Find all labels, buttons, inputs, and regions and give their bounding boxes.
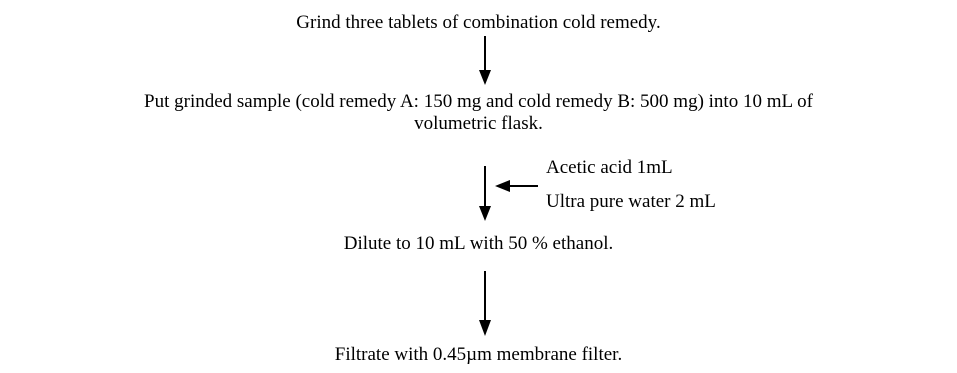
addition-acetic-acid: Acetic acid 1mL <box>546 157 673 178</box>
step-4-filtrate: Filtrate with 0.45µm membrane filter. <box>334 344 623 365</box>
step-3-dilute: Dilute to 10 mL with 50 % ethanol. <box>343 233 614 254</box>
arrow-down-2 <box>479 166 491 221</box>
addition-ultra-pure-water: Ultra pure water 2 mL <box>546 191 716 212</box>
arrow-down-1 <box>479 36 491 85</box>
arrow-down-3 <box>479 271 491 336</box>
arrow-left-additions <box>495 180 538 192</box>
step-2-put-sample-line-1: Put grinded sample (cold remedy A: 150 m… <box>144 91 813 112</box>
step-2-put-sample-line-2: volumetric flask. <box>414 113 543 134</box>
step-1-grind-tablets: Grind three tablets of combination cold … <box>296 12 661 33</box>
